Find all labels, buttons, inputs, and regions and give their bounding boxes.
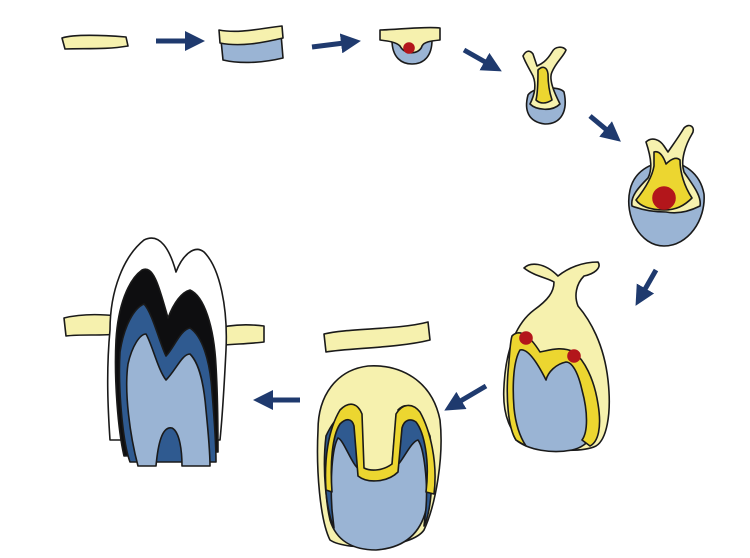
arrow-4 (590, 116, 614, 136)
bell-lamina-strip (324, 322, 430, 352)
early-bud-signaling-center (404, 43, 414, 53)
stage-erupted-tooth (64, 238, 264, 466)
arrow-5 (640, 270, 656, 298)
secondary-knot-right (568, 350, 580, 362)
secondary-knot-left (520, 332, 532, 344)
arrow-2 (312, 42, 352, 47)
stage-placode (219, 26, 283, 62)
stage-late-bud (629, 126, 704, 246)
arrow-6 (452, 386, 486, 406)
stage-cap (504, 262, 610, 452)
stage-bud (523, 47, 566, 124)
lamina-strip (62, 35, 128, 49)
arrow-3 (464, 50, 494, 67)
stage-lamina (62, 35, 128, 49)
enamel-knot (653, 187, 675, 209)
stage-bell (318, 322, 442, 550)
stage-early-bud (380, 27, 440, 64)
